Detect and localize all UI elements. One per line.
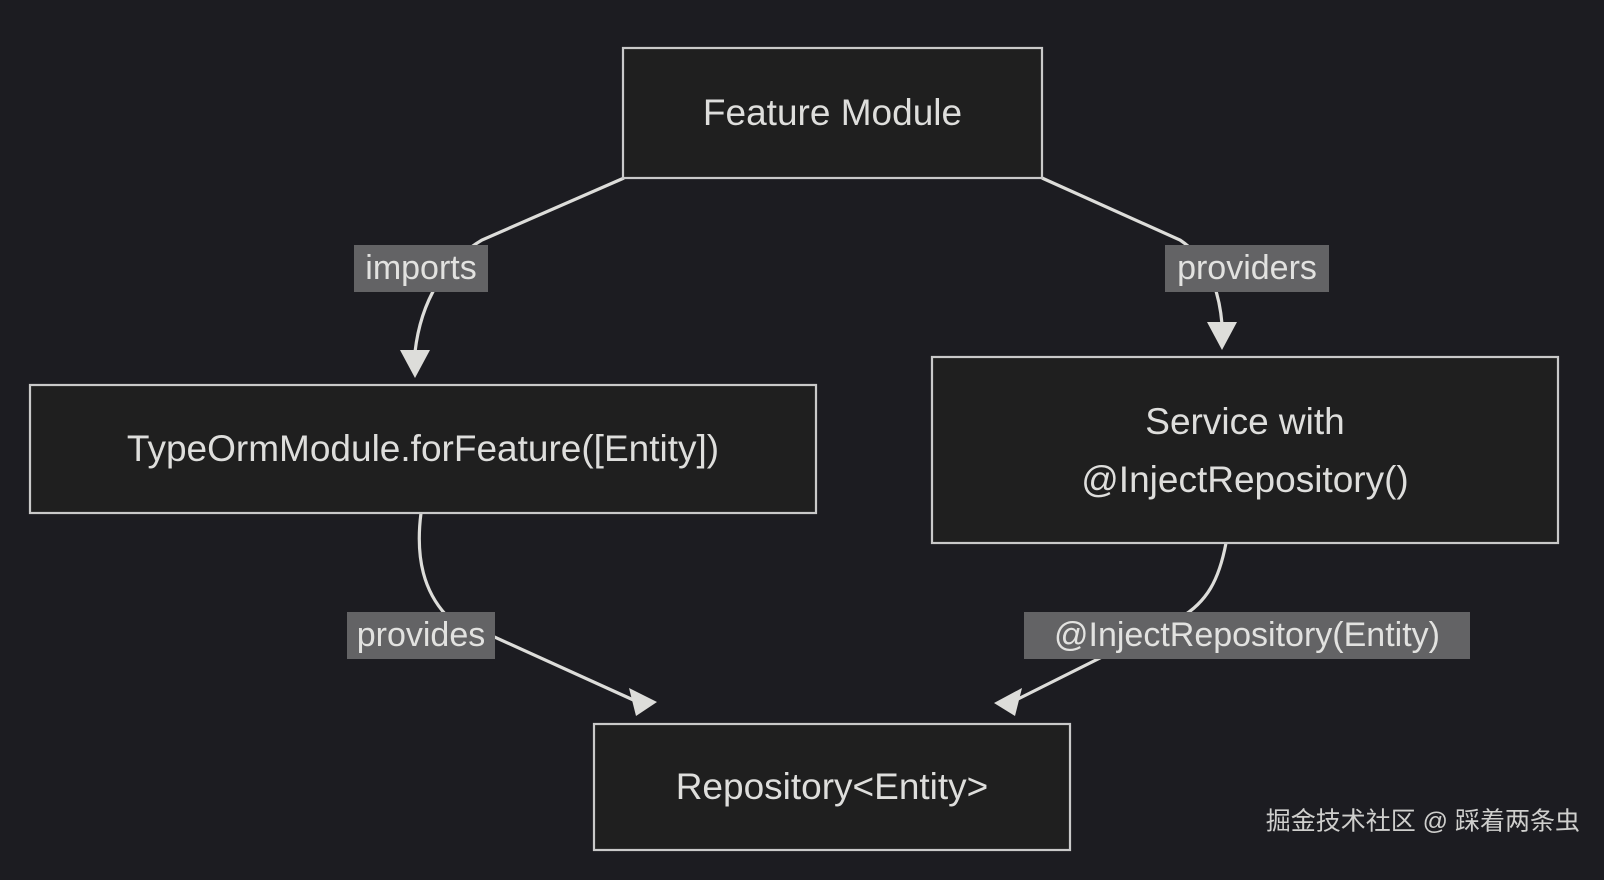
edge-label-provides-bg <box>347 612 495 659</box>
node-typeorm-module[interactable]: TypeOrmModule.forFeature([Entity]) <box>28 383 818 515</box>
node-repository[interactable]: Repository<Entity> <box>592 722 1072 852</box>
node-repository-box[interactable] <box>592 722 1072 852</box>
edge-providers-arrowhead <box>1207 322 1237 350</box>
edge-label-provides: provides <box>347 612 495 659</box>
node-service-label-line2: @InjectRepository() <box>1081 459 1409 500</box>
edge-label-inject-repository: @InjectRepository(Entity) <box>1024 612 1470 659</box>
node-service-label-line1: Service with <box>1145 401 1344 442</box>
watermark-label: 掘金技术社区 @ 踩着两条虫 <box>1266 808 1580 836</box>
edge-label-providers-text: providers <box>1177 249 1317 287</box>
node-feature-module-box[interactable] <box>621 46 1044 180</box>
node-feature-module[interactable]: Feature Module <box>621 46 1044 180</box>
edge-label-inject-repository-text: @InjectRepository(Entity) <box>1054 616 1440 654</box>
edge-label-providers: providers <box>1165 245 1329 292</box>
edge-inject-repository-arrowhead <box>994 688 1022 716</box>
edge-imports-arrowhead <box>400 350 430 378</box>
edge-provides-arrowhead <box>629 688 657 716</box>
node-service-box[interactable] <box>930 355 1560 545</box>
edge-label-imports: imports <box>354 245 488 292</box>
edge-label-imports-text: imports <box>365 249 476 287</box>
node-typeorm-module-box[interactable] <box>28 383 818 515</box>
edge-label-inject-repository-bg <box>1024 612 1470 659</box>
edge-label-imports-bg <box>354 245 488 292</box>
node-service[interactable]: Service with @InjectRepository() <box>930 355 1560 545</box>
edge-label-provides-text: provides <box>357 616 486 654</box>
edge-label-providers-bg <box>1165 245 1329 292</box>
node-typeorm-module-label: TypeOrmModule.forFeature([Entity]) <box>127 428 719 469</box>
edge-provides-path <box>417 512 641 705</box>
node-feature-module-label: Feature Module <box>703 92 962 133</box>
node-repository-label: Repository<Entity> <box>676 766 989 807</box>
